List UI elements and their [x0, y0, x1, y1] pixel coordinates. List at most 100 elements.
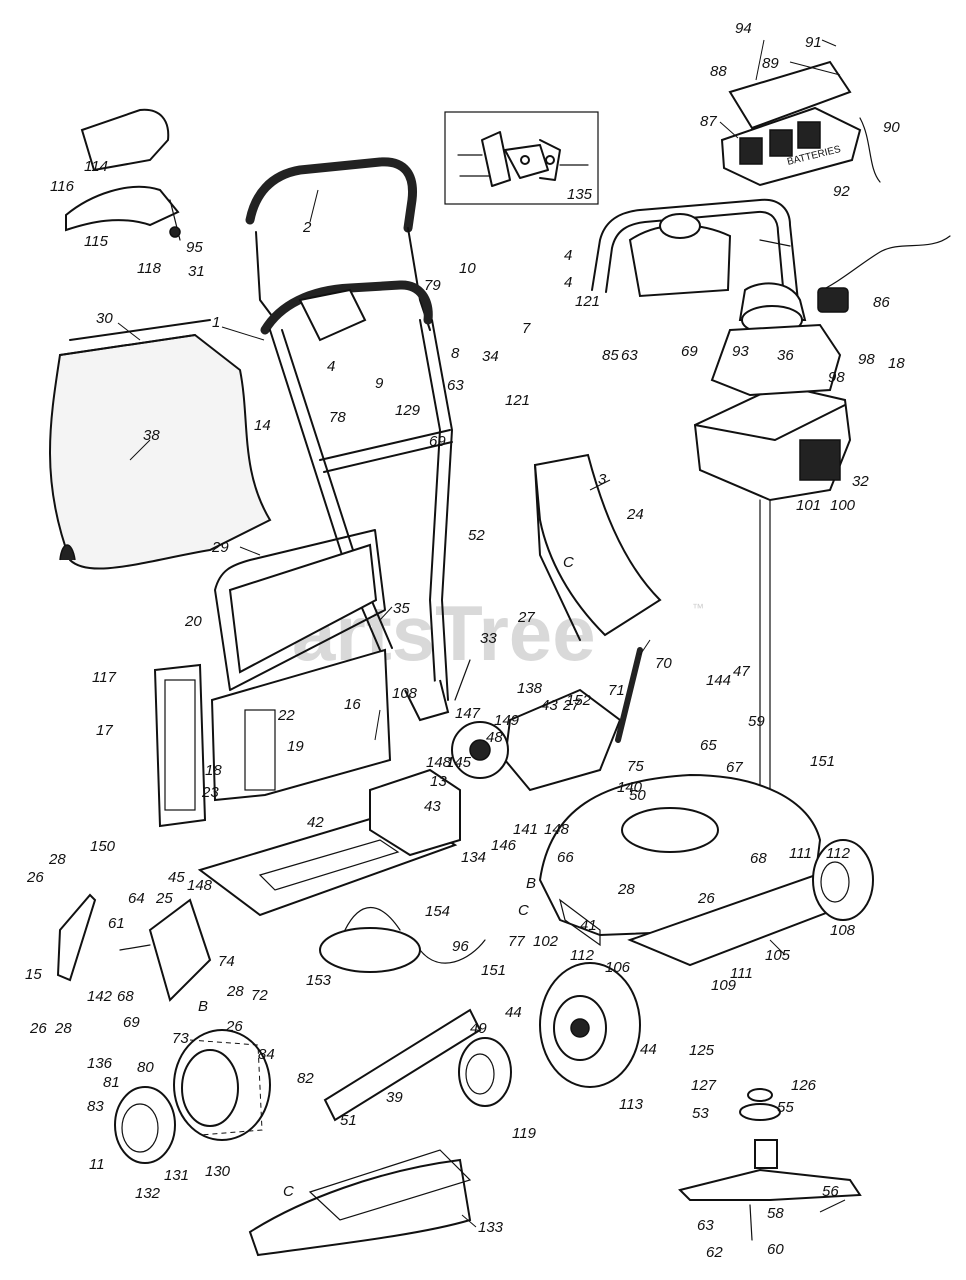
part-label: 136 [87, 1055, 113, 1072]
part-label: 43 [424, 798, 441, 815]
part-label: 147 [455, 705, 481, 722]
part-label: 131 [164, 1167, 189, 1184]
part-label: 83 [87, 1098, 104, 1115]
part-label: C [283, 1183, 294, 1200]
part-label: 108 [392, 685, 418, 702]
part-label: 92 [833, 183, 850, 200]
part-label: 133 [478, 1219, 504, 1236]
part-label: 9 [375, 375, 384, 392]
part-label: 134 [461, 849, 486, 866]
part-label: 151 [481, 962, 506, 979]
blade-assembly [678, 1088, 862, 1241]
part-label: 129 [395, 402, 421, 419]
part-label: 100 [830, 497, 856, 514]
part-label: 94 [735, 20, 752, 37]
part-label: 50 [629, 787, 646, 804]
part-label: 51 [340, 1112, 357, 1129]
part-label: 66 [557, 849, 574, 866]
part-label: 56 [822, 1183, 839, 1200]
part-label: 78 [329, 409, 346, 426]
part-label: 73 [172, 1030, 189, 1047]
part-label: 11 [89, 1156, 105, 1173]
part-label: 115 [84, 233, 109, 250]
part-label: 138 [517, 680, 543, 697]
part-label: 53 [692, 1105, 709, 1122]
part-label: 68 [750, 850, 767, 867]
inset-label: 135 [567, 186, 593, 203]
cable-assembly [319, 906, 486, 973]
transmission [369, 659, 622, 857]
part-label: 101 [796, 497, 821, 514]
part-label: 86 [873, 294, 890, 311]
inset-box [444, 111, 599, 205]
part-label: 127 [691, 1077, 717, 1094]
mower-deck [538, 773, 862, 967]
engine-assembly [693, 282, 852, 801]
part-label: 108 [830, 922, 856, 939]
part-label: 149 [494, 712, 520, 729]
part-label: 44 [640, 1041, 657, 1058]
part-label: B [526, 875, 536, 892]
part-label: 4 [327, 358, 335, 375]
part-label: 28 [48, 851, 66, 868]
part-label: 20 [184, 613, 202, 630]
part-label: 62 [706, 1244, 723, 1261]
part-label: 43 [541, 697, 558, 714]
part-label: 80 [137, 1059, 154, 1076]
part-label: 52 [468, 527, 485, 544]
part-label: 142 [87, 988, 113, 1005]
part-label: 121 [505, 392, 530, 409]
part-label: 151 [810, 753, 835, 770]
part-label: 63 [621, 347, 638, 364]
part-label: 96 [452, 938, 469, 955]
upper-handle [245, 157, 433, 342]
part-label: 130 [205, 1163, 231, 1180]
part-label: 41 [580, 917, 597, 934]
part-label: 87 [700, 113, 717, 130]
part-label: 47 [733, 663, 750, 680]
part-label: 34 [482, 348, 499, 365]
part-label: 69 [123, 1014, 140, 1031]
part-label: 32 [852, 473, 869, 490]
part-label: 23 [201, 784, 219, 801]
part-label: 2 [302, 219, 312, 236]
part-label: 4 [564, 247, 572, 264]
bag-frame [153, 529, 386, 828]
part-label: 79 [424, 277, 441, 294]
part-label: 132 [135, 1185, 161, 1202]
part-label: 29 [211, 539, 229, 556]
part-label: 89 [762, 55, 779, 72]
part-label: 93 [732, 343, 749, 360]
part-labels: 94 91 89 88 87 90 92 114 116 115 95 118 … [25, 20, 905, 1261]
part-label: 75 [627, 758, 644, 775]
part-label: 31 [188, 263, 205, 280]
part-label: 14 [254, 417, 271, 434]
part-label: 33 [480, 630, 497, 647]
part-label: 35 [393, 600, 410, 617]
shift-lever [615, 647, 643, 743]
part-label: 38 [143, 427, 160, 444]
part-label: 36 [777, 347, 794, 364]
part-label: 28 [617, 881, 635, 898]
part-label: 19 [287, 738, 304, 755]
part-label: 69 [681, 343, 698, 360]
part-label: 74 [218, 953, 235, 970]
part-label: C [518, 902, 529, 919]
part-label: 26 [697, 890, 715, 907]
part-label: 102 [533, 933, 559, 950]
right-wheel [812, 839, 874, 921]
part-label: 27 [562, 697, 580, 714]
watermark-trademark: ™ [692, 601, 704, 615]
part-label: 63 [447, 377, 464, 394]
part-label: 84 [258, 1046, 275, 1063]
part-label: 49 [470, 1020, 487, 1037]
part-label: 26 [225, 1018, 243, 1035]
part-label: 150 [90, 838, 116, 855]
part-label: 18 [888, 355, 905, 372]
part-label: 88 [710, 63, 727, 80]
part-label: 105 [765, 947, 791, 964]
part-label: 117 [92, 669, 117, 686]
part-label: 113 [619, 1096, 644, 1113]
part-label: 148 [426, 754, 452, 771]
part-label: 26 [29, 1020, 47, 1037]
